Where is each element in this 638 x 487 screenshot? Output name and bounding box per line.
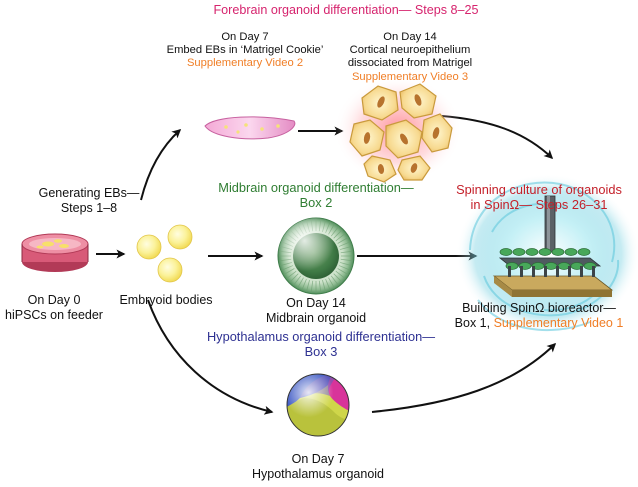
forebrain-day14-line1: On Day 14 — [383, 31, 437, 43]
forebrain-day14-line2: Cortical neuroepithelium — [349, 44, 471, 57]
forebrain-day14-caption: On Day 14 Cortical neuroepithelium disso… — [335, 31, 485, 84]
midbrain-caption: On Day 14 Midbrain organoid — [256, 296, 376, 326]
embryoid-bodies-text: Embryoid bodies — [119, 293, 213, 307]
forebrain-title-text: Forebrain organoid differentiation— Step… — [213, 3, 479, 17]
embryoid-bodies-icon — [136, 224, 193, 283]
midbrain-caption-line1: On Day 14 — [286, 296, 346, 310]
embryoid-bodies-label: Embryoid bodies — [110, 293, 222, 308]
forebrain-day7-line1: On Day 7 — [221, 31, 269, 43]
spinning-title-line1: Spinning culture of organoids — [456, 182, 622, 197]
generating-ebs-line1: Generating EBs— — [38, 186, 140, 200]
generating-ebs-label: Generating EBs— Steps 1–8 — [26, 186, 152, 216]
spinning-caption-line1: Building SpinΩ bioreactor— — [462, 301, 616, 315]
midbrain-caption-line2: Midbrain organoid — [265, 310, 367, 325]
arrow-ebs-to-cookie — [140, 128, 182, 201]
start-caption: On Day 0 hiPSCs on feeder — [0, 293, 108, 323]
matrigel-cookie-icon — [204, 116, 296, 140]
supplementary-video-1-link[interactable]: Supplementary Video 1 — [493, 315, 624, 330]
generating-ebs-line2: Steps 1–8 — [60, 200, 118, 215]
hypothalamus-caption-line1: On Day 7 — [291, 452, 345, 466]
hypothalamus-title-line2: Box 3 — [304, 344, 338, 360]
spinning-caption: Building SpinΩ bioreactor— Box 1, Supple… — [440, 301, 638, 331]
supplementary-video-3-link[interactable]: Supplementary Video 3 — [351, 70, 469, 83]
start-line1: On Day 0 — [27, 293, 81, 307]
spinning-title: Spinning culture of organoids in SpinΩ— … — [440, 182, 638, 212]
start-line2: hiPSCs on feeder — [5, 307, 103, 322]
arrow-ebs-to-hypothalamus — [147, 299, 274, 415]
supplementary-video-2-link[interactable]: Supplementary Video 2 — [186, 57, 304, 70]
spin-omega-bioreactor-icon — [456, 174, 638, 334]
hypothalamus-organoid-icon — [286, 373, 350, 437]
hypothalamus-title: Hypothalamus organoid differentiation— B… — [196, 329, 446, 359]
petri-dish-icon — [21, 233, 89, 272]
hypothalamus-caption-line2: Hypothalamus organoid — [251, 466, 385, 481]
arrow-hypothalamus-to-spinning — [371, 342, 557, 413]
hypothalamus-title-line1: Hypothalamus organoid differentiation— — [206, 329, 436, 344]
midbrain-title: Midbrain organoid differentiation— Box 2 — [196, 180, 436, 210]
midbrain-title-line2: Box 2 — [299, 195, 333, 211]
forebrain-day7-line2: Embed EBs in ‘Matrigel Cookie’ — [166, 44, 324, 57]
spinning-caption-box1: Box 1, — [454, 315, 494, 330]
forebrain-day14-line3: dissociated from Matrigel — [347, 57, 473, 70]
spinning-title-line2: in SpinΩ— Steps 26–31 — [470, 197, 608, 213]
forebrain-title: Forebrain organoid differentiation— Step… — [196, 3, 496, 18]
forebrain-day7-caption: On Day 7 Embed EBs in ‘Matrigel Cookie’ … — [160, 31, 330, 71]
hypothalamus-caption: On Day 7 Hypothalamus organoid — [248, 452, 388, 482]
midbrain-organoid-icon — [277, 217, 355, 295]
midbrain-title-line1: Midbrain organoid differentiation— — [218, 180, 414, 195]
spinning-caption-line2: Box 1, Supplementary Video 1 — [440, 316, 638, 331]
cortical-neuroepithelium-icon — [334, 76, 462, 184]
